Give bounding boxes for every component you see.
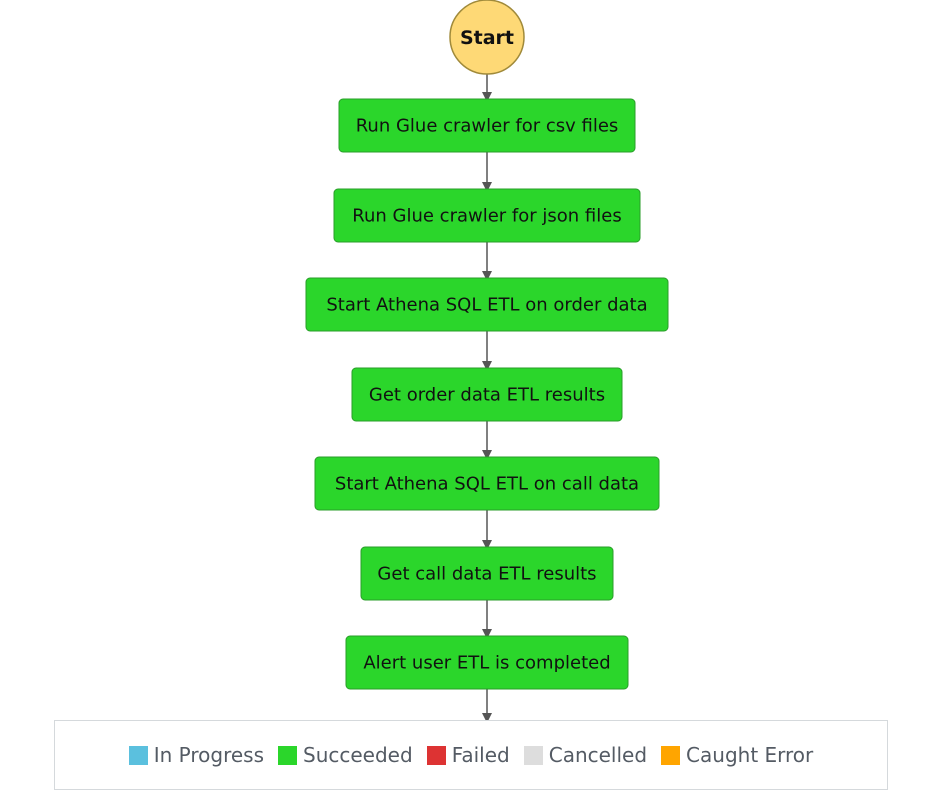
legend-label-cancelled: Cancelled (548, 743, 648, 767)
legend-item-caught-error: Caught Error (661, 743, 813, 767)
state-box[interactable] (338, 98, 636, 153)
start-circle[interactable] (449, 0, 525, 75)
legend-swatch-caught-error (661, 745, 681, 765)
legend-swatch-cancelled (523, 745, 543, 765)
state-label: Get call data ETL results (377, 564, 596, 585)
legend-item-failed: Failed (426, 743, 510, 767)
state-get-order-data-etl-results[interactable]: Get order data ETL results (351, 367, 623, 422)
legend-label-caught-error: Caught Error (686, 743, 814, 767)
start-label: Start (460, 27, 514, 49)
status-legend: In Progress Succeeded Failed Cancelled C… (54, 720, 888, 790)
state-alert-user-etl-is-completed[interactable]: Alert user ETL is completed (345, 635, 629, 690)
state-box[interactable] (305, 277, 669, 332)
legend-label-succeeded: Succeeded (303, 743, 413, 767)
state-box[interactable] (360, 546, 614, 601)
state-box[interactable] (333, 188, 641, 243)
state-label: Run Glue crawler for json files (352, 206, 621, 227)
state-get-call-data-etl-results[interactable]: Get call data ETL results (360, 546, 614, 601)
state-label: Run Glue crawler for csv files (356, 116, 619, 137)
legend-swatch-in-progress (128, 745, 148, 765)
state-run-glue-crawler-for-json-files[interactable]: Run Glue crawler for json files (333, 188, 641, 243)
state-label: Start Athena SQL ETL on call data (335, 474, 639, 495)
legend-label-failed: Failed (451, 743, 510, 767)
state-start-athena-sql-etl-on-call-data[interactable]: Start Athena SQL ETL on call data (314, 456, 660, 511)
legend-item-cancelled: Cancelled (523, 743, 648, 767)
legend-swatch-failed (426, 745, 446, 765)
state-box[interactable] (351, 367, 623, 422)
state-label: Alert user ETL is completed (363, 653, 610, 674)
state-label: Start Athena SQL ETL on order data (326, 295, 647, 316)
state-run-glue-crawler-for-csv-files[interactable]: Run Glue crawler for csv files (338, 98, 636, 153)
state-start-athena-sql-etl-on-order-data[interactable]: Start Athena SQL ETL on order data (305, 277, 669, 332)
legend-label-in-progress: In Progress (153, 743, 265, 767)
state-box[interactable] (345, 635, 629, 690)
legend-item-succeeded: Succeeded (278, 743, 413, 767)
legend-swatch-succeeded (278, 745, 298, 765)
state-label: Get order data ETL results (369, 385, 605, 406)
state-box[interactable] (314, 456, 660, 511)
start-node[interactable]: Start (449, 0, 525, 75)
legend-item-in-progress: In Progress (128, 743, 265, 767)
